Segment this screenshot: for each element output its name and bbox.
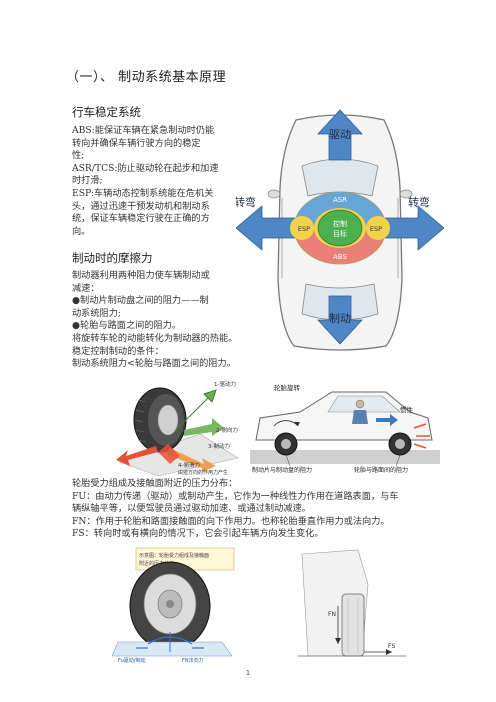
- text-line: FS：转向时或有横向的情况下，它会引起车辆方向发生变化。: [72, 528, 324, 540]
- text-line: 将旋转车轮的动能转化为制动器的热能。: [72, 332, 238, 344]
- note-line2: 附近的压力分布: [139, 560, 174, 567]
- tire-pressure-figure: 示意图：轮胎受力组成及接触面 附近的压力分布 Fu驱动/制动 FN法向力: [108, 546, 236, 664]
- ring-abs: ABS: [333, 253, 347, 261]
- section-friction-text: 制动器利用两种阻力使车辆制动或 减速： ●制动片制动盘之间的阻力——制 动系统阻…: [72, 270, 302, 371]
- text-line: ●制动片制动盘之间的阻力——制: [72, 295, 209, 307]
- braking-car-figure: 轮胎旋转 惯性 制动片与制动盘的阻力 轮胎与路面间的阻力: [250, 378, 440, 476]
- text-line: 动系统阻力;: [72, 307, 122, 319]
- text-line: 转向并确保车辆行驶方向的稳定: [72, 137, 201, 149]
- page-title: （一）、 制动系统基本原理: [66, 70, 227, 85]
- label-fn-right: FN: [328, 611, 336, 618]
- brake-arrow-label: 制动: [329, 312, 351, 325]
- note-line1: 示意图：轮胎受力组成及接触面: [139, 552, 209, 559]
- ring-center-line2: 目标: [333, 229, 347, 238]
- text-line: 轮胎受力组成及接触面附近的压力分布：: [72, 478, 238, 489]
- text-line: 制动器利用两种阻力使车辆制动或: [72, 270, 210, 281]
- text-line: 统，保证车辆稳定行驶在正确的方: [72, 213, 210, 225]
- control-ring: [290, 191, 390, 265]
- label-fu: Fu驱动/制动: [118, 657, 145, 664]
- section-heading-stability: 行车稳定系统: [72, 105, 141, 119]
- ring-esp-left: ESP: [298, 225, 310, 233]
- text-line: 时打滑;: [72, 175, 103, 187]
- label-inertia: 惯性: [400, 405, 414, 414]
- tire-label-4: 4-侧滑力: [178, 461, 200, 469]
- turn-right-label: 转弯: [408, 195, 430, 209]
- text-line: ●轮胎与路面之间的阻力。: [72, 320, 182, 332]
- text-line: 制动系统阻力<轮胎与路面之间的阻力。: [72, 358, 236, 370]
- wheel-section-figure: FN FS: [298, 544, 406, 664]
- brake-arrow: [317, 295, 363, 345]
- section-tire-force-text: 轮胎受力组成及接触面附近的压力分布： FU：由动力传递（驱动）或制动产生，它作为…: [72, 478, 432, 541]
- tire-label-3: 3-制动力: [208, 442, 230, 450]
- text-line: 辆纵轴平等，以便驾驶员通过驱动加速、或通过制动减速。: [72, 503, 311, 515]
- page-number: 1: [245, 669, 251, 677]
- text-line: FN：作用于轮胎和路面接触面的向下作用力。也称轮胎垂直作用力或法向力。: [72, 515, 390, 527]
- text-line: 减速：: [72, 282, 100, 294]
- label-fn: FN法向力: [182, 657, 204, 664]
- text-line: FU：由动力传递（驱动）或制动产生，它作为一种线性力作用在道路表面，与车: [72, 490, 399, 502]
- tire-label-2: 2-侧向力: [216, 426, 238, 434]
- tire-forces-figure: 1-驱动力 2-侧向力 3-制动力 4-侧滑力 由迹方向的作用力产生: [116, 372, 240, 477]
- ring-asr: ASR: [333, 196, 347, 204]
- label-disc-resistance: 制动片与制动盘的阻力: [252, 466, 312, 474]
- ring-esp-right: ESP: [370, 225, 382, 233]
- text-line: 性;: [72, 150, 85, 162]
- section-heading-friction: 制动时的摩擦力: [72, 251, 153, 265]
- drive-arrow: [317, 109, 363, 161]
- label-road-resistance: 轮胎与路面间的阻力: [354, 466, 408, 474]
- tire-label-bottom: 由迹方向的作用力产生: [178, 469, 228, 476]
- text-line: 稳定控制制动的条件：: [72, 345, 164, 357]
- motion-lines: [413, 423, 430, 449]
- label-tire-turn: 轮胎旋转: [274, 383, 301, 392]
- label-fs-right: FS: [388, 643, 395, 650]
- ring-center-line1: 控制: [333, 219, 347, 228]
- car-stability-figure: 驱动 制动 转弯 转弯 ASR ESP ESP ABS 控制 目标: [234, 108, 445, 353]
- section-stability-text: ABS:能保证车辆在紧急制动时仍能 转向并确保车辆行驶方向的稳定 性; ASR/…: [72, 125, 237, 238]
- windshield: [301, 158, 379, 197]
- text-line: ASR/TCS:防止驱动轮在起步和加速: [72, 162, 219, 174]
- text-line: 头，通过迅速干预发动机和制动系: [72, 200, 210, 212]
- drive-arrow-label: 驱动: [329, 128, 351, 141]
- text-line: 向。: [72, 225, 91, 237]
- text-line: ESP:车辆动态控制系统能在危机关: [72, 187, 214, 199]
- tire-label-1: 1-驱动力: [214, 380, 236, 388]
- text-line: ABS:能保证车辆在紧急制动时仍能: [72, 125, 215, 136]
- turn-left-label: 转弯: [236, 195, 256, 209]
